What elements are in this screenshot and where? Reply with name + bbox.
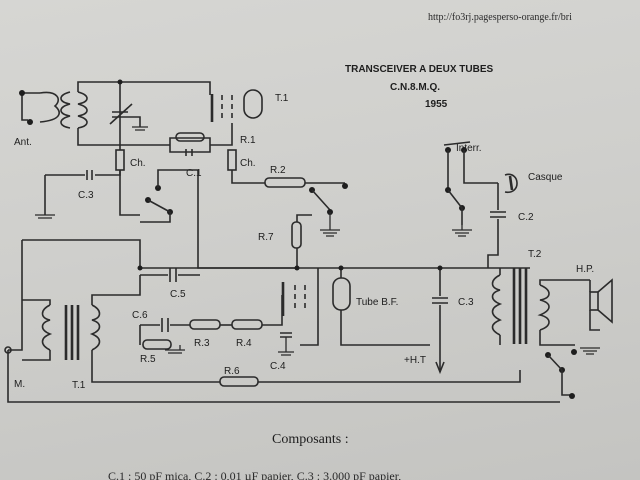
capacitor-c6 <box>140 318 190 332</box>
transformer-t1-label: T.1 <box>72 380 86 391</box>
r5-label: R.5 <box>140 354 156 365</box>
composants-heading: Composants : <box>272 432 349 447</box>
r2-label: R.2 <box>270 165 286 176</box>
resistor-r6 <box>219 376 259 387</box>
interrupter-label: Interr. <box>456 143 482 154</box>
tube-bf-label: Tube B.F. <box>356 297 398 308</box>
loudspeaker-icon <box>589 278 613 324</box>
c4-label: C.4 <box>270 361 286 372</box>
transformer-t1 <box>41 304 101 360</box>
capacitor-c1 <box>185 149 193 156</box>
r4-label: R.4 <box>236 338 252 349</box>
resistor-r7 <box>291 221 302 249</box>
choke-left-label: Ch. <box>130 158 146 169</box>
ht-label: +H.T <box>404 355 426 366</box>
c2-label: C.2 <box>518 212 534 223</box>
c6-label: C.6 <box>132 310 148 321</box>
tube-t1 <box>210 89 263 122</box>
antenna-coupling <box>19 90 88 129</box>
capacitor-c3-left <box>45 170 93 180</box>
r3-label: R.3 <box>194 338 210 349</box>
choke-right <box>227 149 237 171</box>
r7-label: R.7 <box>258 232 274 243</box>
resistor-r5 <box>142 339 172 350</box>
c3-right-label: C.3 <box>458 297 474 308</box>
transformer-t2-label: T.2 <box>528 249 542 260</box>
c3-left-label: C.3 <box>78 190 94 201</box>
resistor-r3 <box>189 319 221 330</box>
schematic-subtitle: C.N.8.M.Q. <box>390 82 440 93</box>
tube-bf <box>332 277 351 311</box>
capacitor-c2 <box>487 183 506 268</box>
c5-label: C.5 <box>170 289 186 300</box>
headphone-icon <box>504 173 518 193</box>
casque-label: Casque <box>528 172 563 183</box>
grid-line-top <box>77 81 211 95</box>
r1-label: R.1 <box>240 135 256 146</box>
tube-pentode <box>281 282 306 316</box>
capacitor-c5 <box>140 268 200 282</box>
composants-partial-line: C.1 : 50 pF mica, C.2 : 0,01 µF papier, … <box>108 469 401 480</box>
capacitor-c3-right <box>432 268 448 372</box>
schematic-year: 1955 <box>425 99 448 110</box>
hp-label: H.P. <box>576 264 594 275</box>
resistor-r2 <box>264 177 306 188</box>
antenna-label: Ant. <box>14 137 32 148</box>
source-url: http://fo3rj.pagesperso-orange.fr/bri <box>428 12 572 23</box>
r6-label: R.6 <box>224 366 240 377</box>
c1-label: C.1 <box>186 168 202 179</box>
resistor-r1 <box>175 132 205 142</box>
tuning-capacitor <box>109 103 148 131</box>
choke-right-label: Ch. <box>240 158 256 169</box>
choke-left <box>115 149 125 171</box>
tube-t1-label: T.1 <box>275 93 289 104</box>
resistor-r4 <box>231 319 263 330</box>
schematic-title: TRANSCEIVER A DEUX TUBES <box>345 64 493 75</box>
microphone-label: M. <box>14 379 25 390</box>
transformer-t2 <box>491 268 550 344</box>
capacitor-c4 <box>280 332 292 338</box>
